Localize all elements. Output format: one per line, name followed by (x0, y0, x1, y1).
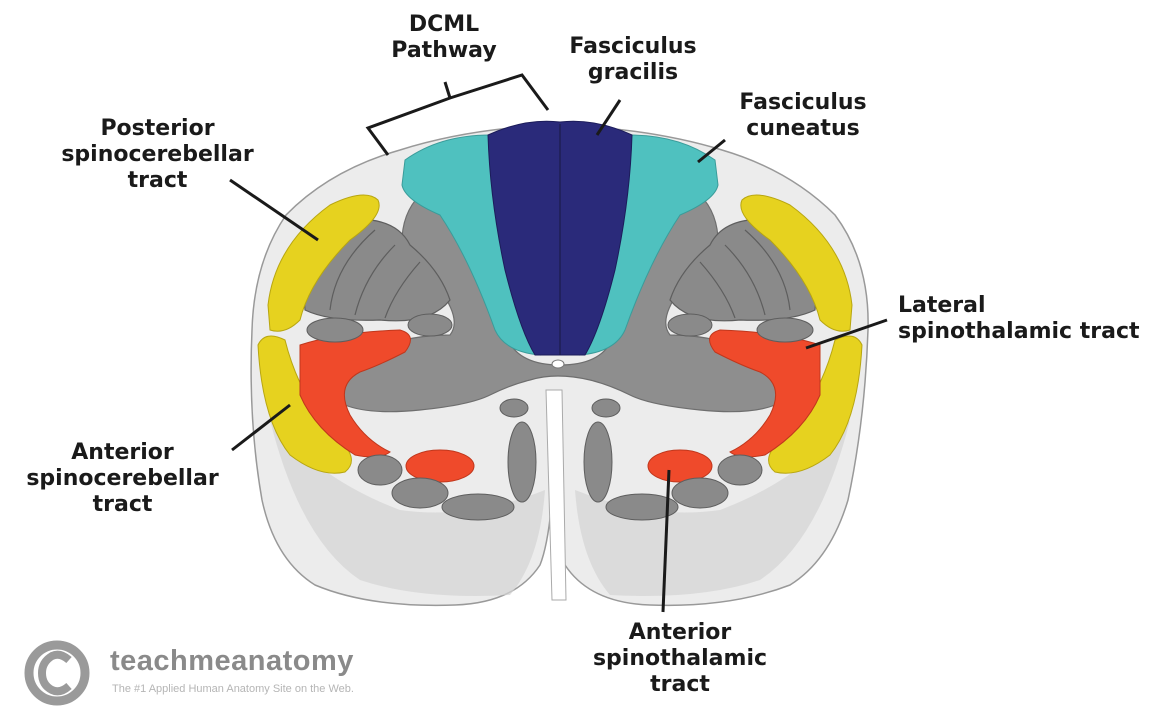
anterior-spinothalamic-right (648, 450, 712, 482)
central-canal (552, 360, 564, 368)
copyright-icon (29, 645, 85, 701)
anterior-median-fissure (546, 390, 566, 600)
watermark-brand: teachmeanatomy (110, 645, 354, 678)
watermark-tagline: The #1 Applied Human Anatomy Site on the… (112, 683, 354, 695)
anterior-spinothalamic-left (406, 450, 474, 482)
